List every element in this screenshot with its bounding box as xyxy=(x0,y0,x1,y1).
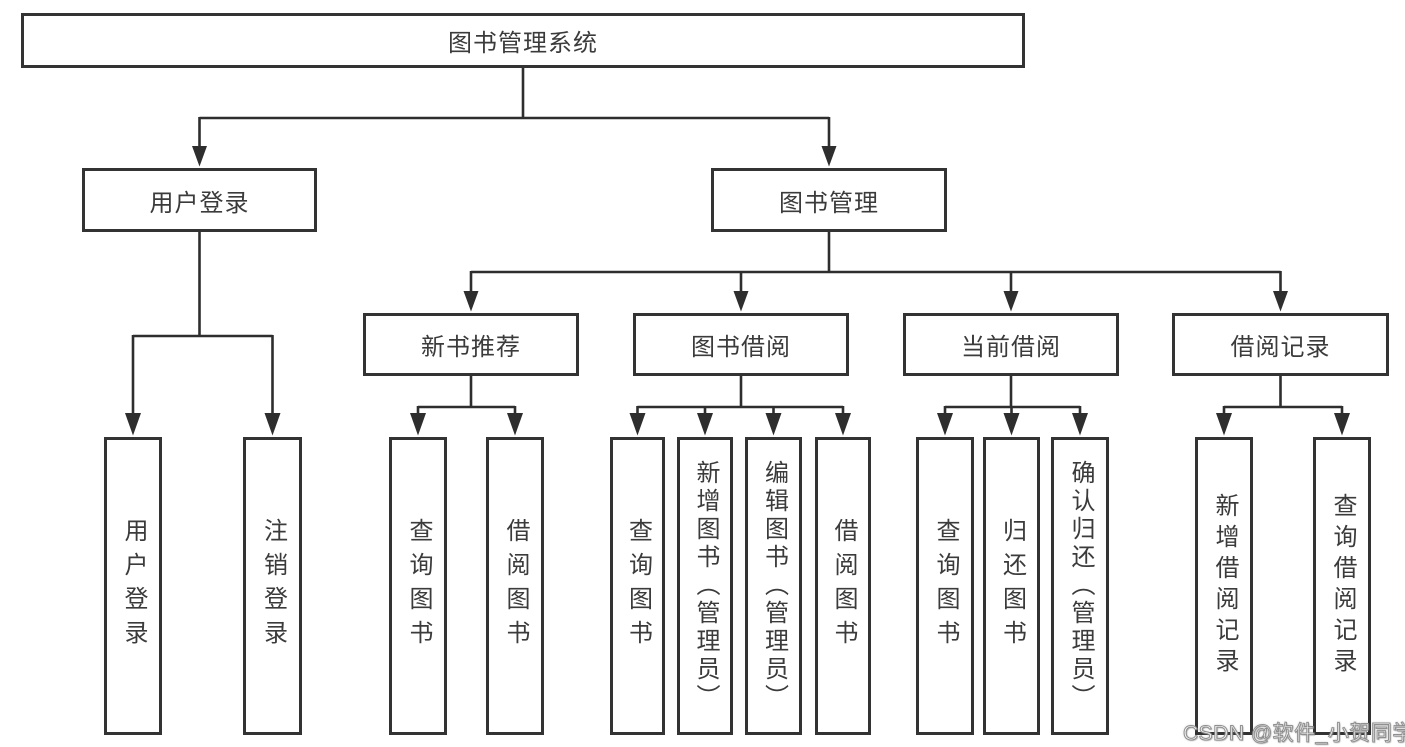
leaf-query-books-recommend: 查询图书 xyxy=(389,437,447,735)
node-current-borrow: 当前借阅 xyxy=(903,313,1119,376)
node-book-management-label: 图书管理 xyxy=(779,189,879,217)
arrowheads xyxy=(125,146,1350,436)
node-borrow-records-label: 借阅记录 xyxy=(1230,334,1331,361)
leaf-query-books-borrow: 查询图书 xyxy=(610,437,665,735)
node-user-login-label: 用户登录 xyxy=(149,189,250,217)
node-user-login: 用户登录 xyxy=(82,168,317,232)
node-book-borrow: 图书借阅 xyxy=(633,313,849,376)
node-book-borrow-label: 图书借阅 xyxy=(691,334,791,361)
csdn-watermark: CSDN @软件_小贺同学 xyxy=(1183,722,1405,746)
node-new-book-recommend-label: 新书推荐 xyxy=(421,334,521,361)
leaf-edit-book-admin: 编辑图书（管理员） xyxy=(745,437,802,735)
leaf-query-books-current: 查询图书 xyxy=(916,437,974,735)
node-root-label: 图书管理系统 xyxy=(448,30,598,57)
leaf-borrow-books: 借阅图书 xyxy=(815,437,871,735)
node-current-borrow-label: 当前借阅 xyxy=(961,334,1061,361)
leaf-logout: 注销登录 xyxy=(243,437,302,735)
leaf-user-login: 用户登录 xyxy=(104,437,162,735)
leaf-confirm-return-admin: 确认归还（管理员） xyxy=(1051,437,1109,735)
node-borrow-records: 借阅记录 xyxy=(1172,313,1389,376)
node-new-book-recommend: 新书推荐 xyxy=(363,313,579,376)
node-book-management: 图书管理 xyxy=(711,168,947,232)
node-root: 图书管理系统 xyxy=(21,13,1025,68)
leaf-add-borrow-record: 新增借阅记录 xyxy=(1195,437,1253,735)
leaf-add-book-admin: 新增图书（管理员） xyxy=(677,437,733,735)
leaf-query-borrow-record: 查询借阅记录 xyxy=(1313,437,1371,735)
leaf-return-books: 归还图书 xyxy=(983,437,1040,735)
leaf-borrow-books-recommend: 借阅图书 xyxy=(486,437,544,735)
